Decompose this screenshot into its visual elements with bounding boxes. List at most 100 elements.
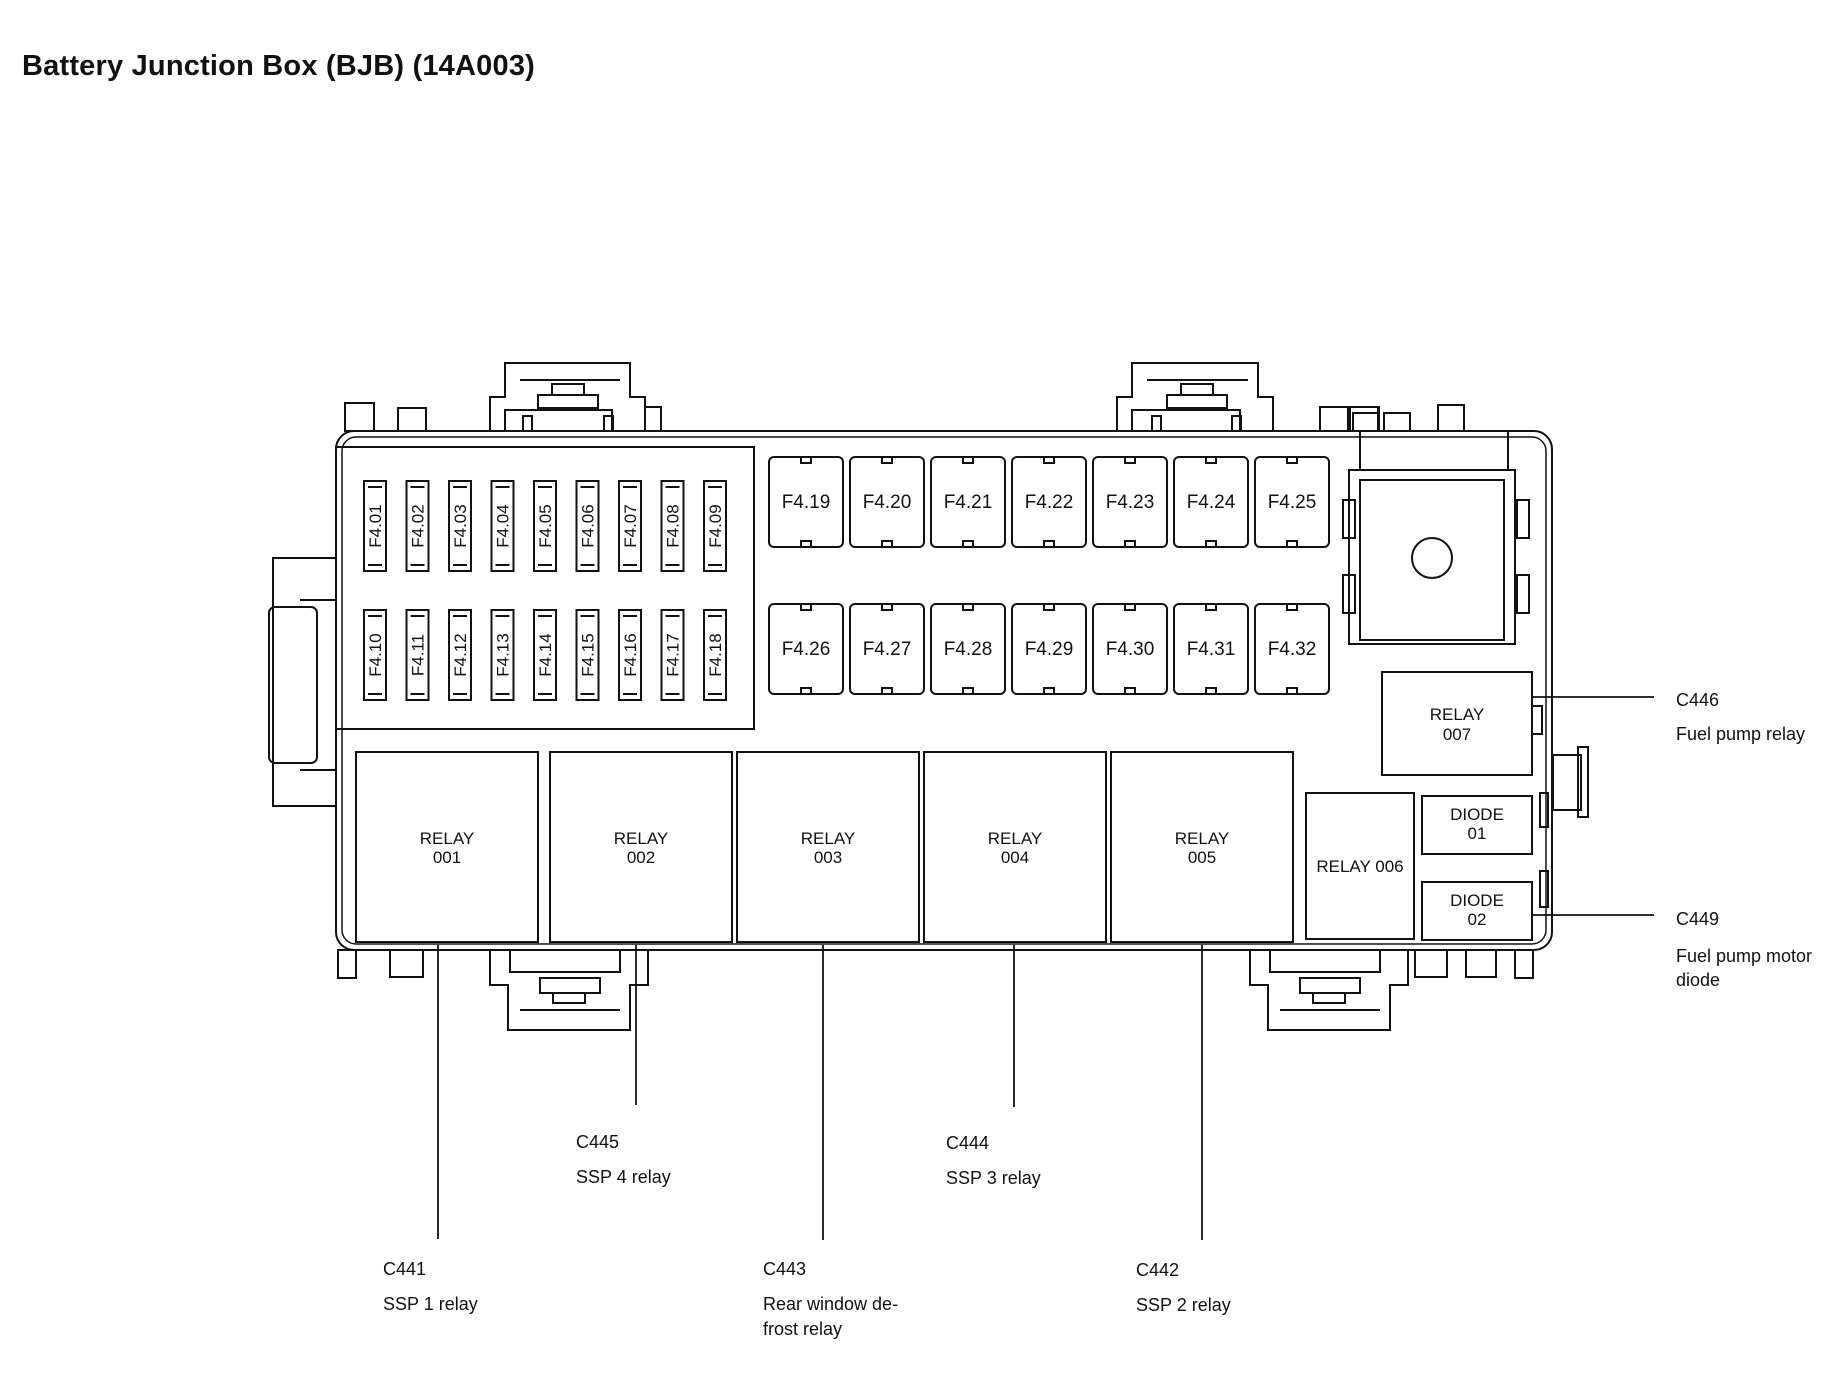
relay-label-line1: RELAY: [420, 829, 475, 848]
diode-02-label-line1: DIODE: [1450, 891, 1504, 910]
callout-c446: C446 Fuel pump relay: [1676, 690, 1805, 744]
fuse-label: F4.23: [1106, 492, 1155, 513]
left-side-connector: [268, 557, 336, 807]
callout-desc: SSP 1 relay: [383, 1294, 478, 1314]
relay-label-line2: 004: [1001, 848, 1029, 867]
mini-fuse-panel: [335, 446, 755, 730]
fuse-label: F4.27: [863, 639, 912, 660]
callout-desc: SSP 4 relay: [576, 1167, 671, 1187]
callout-c441: C441 SSP 1 relay: [383, 1259, 478, 1314]
callout-desc: Fuel pump relay: [1676, 724, 1805, 744]
fuse-label: F4.32: [1268, 639, 1317, 660]
fuse-label: F4.17: [664, 633, 683, 676]
maxi-fuse: F4.31: [1173, 603, 1249, 695]
fuse-label: F4.12: [451, 633, 470, 676]
fuse-label: F4.08: [664, 504, 683, 547]
fuse-label: F4.18: [706, 633, 725, 676]
maxi-fuse: F4.30: [1092, 603, 1168, 695]
relay-label-line1: RELAY: [1175, 829, 1230, 848]
maxi-fuse: F4.23: [1092, 456, 1168, 548]
fuse-label: F4.26: [782, 639, 831, 660]
fuse-label: F4.09: [706, 504, 725, 547]
callout-code: C446: [1676, 690, 1719, 710]
fuse-label: F4.16: [621, 633, 640, 676]
maxi-fuse: F4.25: [1254, 456, 1330, 548]
relay-007: RELAY 007: [1381, 671, 1543, 776]
mini-fuse: F4.13: [490, 609, 515, 701]
callout-c445: C445 SSP 4 relay: [576, 1132, 671, 1187]
mini-fuse: F4.06: [575, 480, 600, 572]
mini-fuse: F4.09: [703, 480, 727, 572]
bottom-tabs: [337, 949, 1534, 979]
maxi-fuse: F4.28: [930, 603, 1006, 695]
stud-block: [1342, 431, 1530, 645]
page-title: Battery Junction Box (BJB) (14A003): [22, 50, 535, 82]
callout-leaders: [437, 696, 1654, 1240]
mini-fuse: F4.01: [363, 480, 387, 572]
callout-code: C441: [383, 1259, 426, 1279]
right-side-connector: [1552, 746, 1589, 818]
top-clip-left: [489, 362, 646, 432]
callout-desc: diode: [1676, 970, 1720, 990]
fuse-label: F4.07: [621, 504, 640, 547]
relay-label-line1: RELAY: [614, 829, 669, 848]
fuse-label: F4.11: [409, 634, 428, 676]
fuse-label: F4.19: [782, 492, 831, 513]
fuse-label: F4.13: [494, 633, 513, 676]
callout-c444: C444 SSP 3 relay: [946, 1133, 1041, 1188]
fuse-label: F4.03: [451, 504, 470, 547]
fuse-label: F4.02: [409, 504, 428, 547]
fuse-label: F4.20: [863, 492, 912, 513]
fuse-label: F4.28: [944, 639, 993, 660]
diode-02: DIODE 02: [1421, 870, 1549, 941]
relay-label-line2: 003: [814, 848, 842, 867]
callout-c449: C449 Fuel pump motor diode: [1676, 909, 1812, 990]
mini-fuse: F4.18: [703, 609, 727, 701]
callout-desc: frost relay: [763, 1319, 842, 1339]
maxi-fuse: F4.24: [1173, 456, 1249, 548]
fuse-label: F4.14: [536, 633, 555, 676]
relay-007-label-line2: 007: [1443, 725, 1471, 744]
relay-label-line1: RELAY: [988, 829, 1043, 848]
fuse-label: F4.25: [1268, 492, 1317, 513]
relay-007-label-line1: RELAY: [1430, 705, 1485, 724]
box-housing-inner: [341, 436, 1547, 945]
relay-label-line2: 005: [1188, 848, 1216, 867]
fuse-label: F4.15: [579, 633, 598, 676]
small-fuses-group: F4.01 F4.02 F4.03 F4.04 F4.05 F4.06 F4.07 F4.08…: [363, 480, 727, 701]
bottom-clip-right: [1249, 950, 1409, 1031]
top-clip-right: [1116, 362, 1274, 432]
bottom-clip-left: [489, 950, 649, 1031]
mini-fuse: F4.08: [660, 480, 685, 572]
mini-fuse: F4.12: [448, 609, 472, 701]
fuse-label: F4.31: [1187, 639, 1236, 660]
fuse-label: F4.05: [536, 504, 555, 547]
diode-01: DIODE 01: [1421, 792, 1549, 855]
mini-fuse: F4.14: [533, 609, 557, 701]
maxi-fuse: F4.27: [849, 603, 925, 695]
maxi-fuse: F4.22: [1011, 456, 1087, 548]
mini-fuse: F4.02: [405, 480, 430, 572]
callout-code: C442: [1136, 1260, 1179, 1280]
fuse-label: F4.04: [494, 504, 513, 547]
fuse-label: F4.24: [1187, 492, 1236, 513]
maxi-fuse: F4.19: [768, 456, 844, 548]
relay-006: RELAY 006: [1305, 792, 1415, 940]
maxi-fuse: F4.20: [849, 456, 925, 548]
mini-fuse: F4.15: [575, 609, 600, 701]
top-tabs: [344, 402, 1465, 432]
fuse-label: F4.01: [366, 504, 385, 547]
fuse-label: F4.06: [579, 504, 598, 547]
relay-label-line1: RELAY: [801, 829, 856, 848]
fuse-label: F4.10: [366, 633, 385, 676]
fuse-label: F4.22: [1025, 492, 1074, 513]
relay-006-label: RELAY 006: [1316, 857, 1403, 876]
callout-code: C444: [946, 1133, 989, 1153]
callout-code: C445: [576, 1132, 619, 1152]
fuse-label: F4.29: [1025, 639, 1074, 660]
